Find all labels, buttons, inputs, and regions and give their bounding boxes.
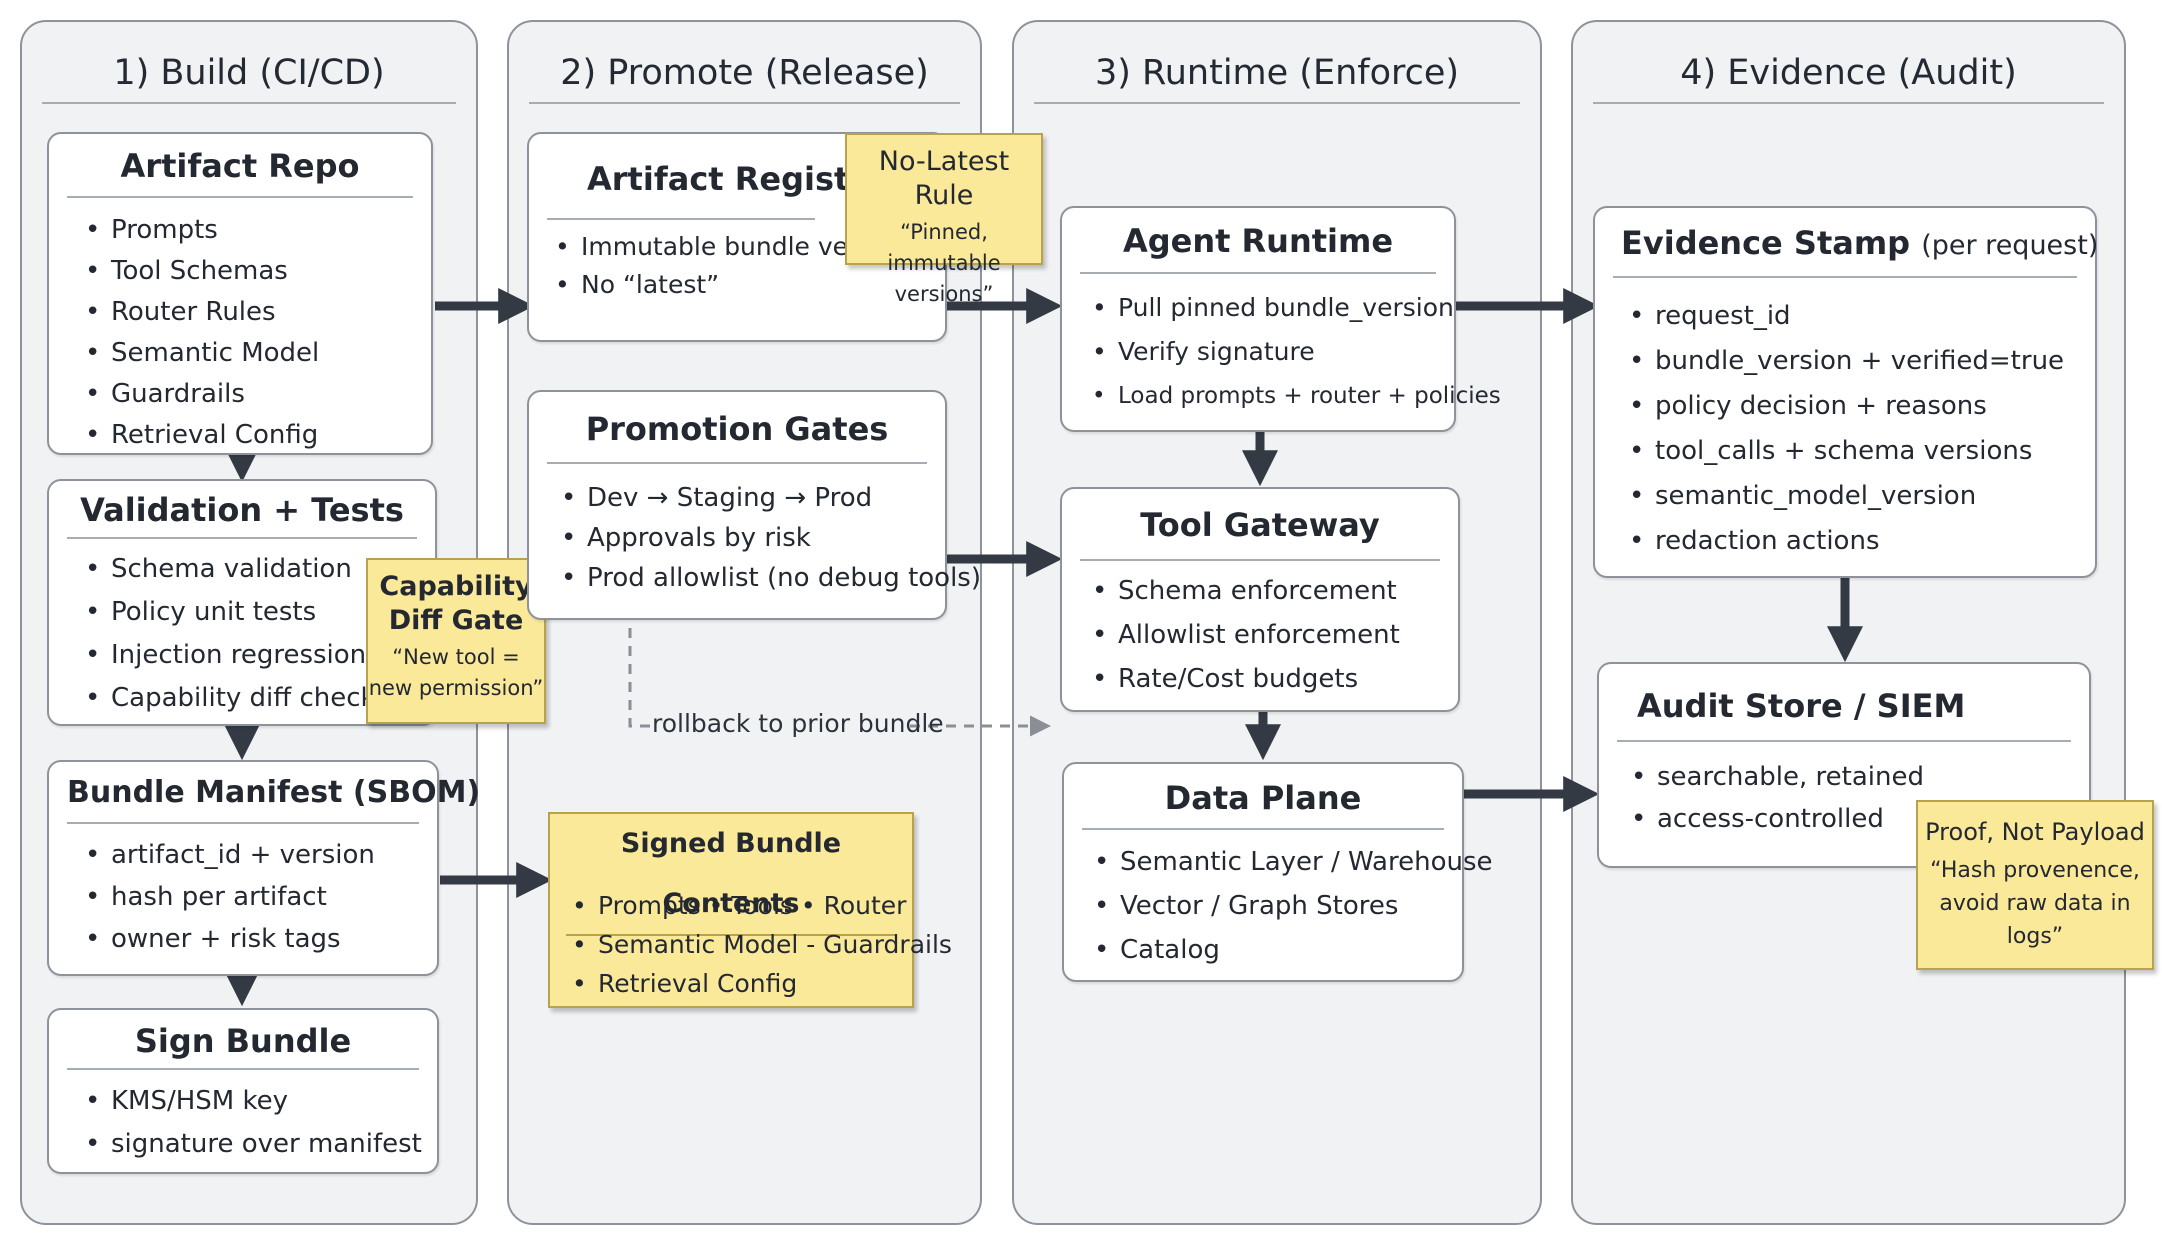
bundle-manifest-list: artifact_id + version hash per artifact … (49, 834, 437, 960)
proof-not-payload-note: Proof, Not Payload “Hash provenence, avo… (1916, 800, 2154, 970)
capability-diff-note: Capability Diff Gate “New tool = new per… (366, 558, 546, 724)
promotion-gates-title: Promotion Gates (547, 392, 927, 464)
list-item: semantic_model_version (1629, 474, 2095, 519)
capability-diff-title-1: Capability (379, 571, 533, 602)
audit-store-title: Audit Store / SIEM (1617, 664, 2071, 742)
list-item: hash per artifact (85, 876, 437, 918)
capability-diff-quote-2: new permission” (368, 676, 544, 700)
evidence-stamp-suffix: (per request) (1921, 230, 2099, 261)
list-item: Pull pinned bundle_version (1092, 286, 1454, 330)
list-item: Policy unit tests (85, 591, 435, 634)
list-item: searchable, retained (1631, 756, 2089, 798)
data-plane-title: Data Plane (1082, 764, 1444, 830)
list-item: KMS/HSM key (85, 1080, 437, 1123)
list-item: access-controlled (1631, 798, 2089, 840)
rollback-connector (628, 628, 650, 728)
list-item: signature over manifest (85, 1123, 437, 1166)
lane-title-runtime: 3) Runtime (Enforce) (1034, 44, 1520, 104)
list-item: Prod allowlist (no debug tools) (561, 558, 981, 598)
list-item: redaction actions (1629, 519, 2095, 564)
promotion-gates-box: Promotion Gates Dev → Staging → Prod App… (527, 390, 981, 620)
evidence-stamp-title: Evidence Stamp (1621, 224, 1911, 262)
audit-store-list: searchable, retained access-controlled (1599, 756, 2089, 840)
tool-gateway-title: Tool Gateway (1080, 489, 1440, 561)
list-item: artifact_id + version (85, 834, 437, 876)
list-item: Semantic Layer / Warehouse (1094, 840, 1493, 884)
list-item: tool_calls + schema versions (1629, 429, 2095, 474)
no-latest-quote-1: “Pinned, immutable (887, 220, 1001, 275)
sign-bundle-box: Sign Bundle KMS/HSM key signature over m… (47, 1008, 439, 1174)
no-latest-title: No-Latest Rule (878, 146, 1010, 211)
artifact-repo-list: Prompts Tool Schemas Router Rules Semant… (49, 210, 431, 456)
list-item: Vector / Graph Stores (1094, 884, 1462, 928)
list-item: Load prompts + router + policies (1092, 374, 1501, 418)
artifact-repo-box: Artifact Repo Prompts Tool Schemas Route… (47, 132, 433, 456)
proof-not-payload-quote-2: avoid raw data in (1939, 891, 2131, 916)
evidence-stamp-box: Evidence Stamp (per request) request_id … (1593, 206, 2098, 578)
evidence-stamp-list: request_id bundle_version + verified=tru… (1595, 294, 2095, 564)
list-item: No “latest” (555, 266, 945, 304)
validation-tests-title: Validation + Tests (67, 481, 417, 539)
lane-title-promote: 2) Promote (Release) (529, 44, 960, 104)
promotion-gates-list: Dev → Staging → Prod Approvals by risk P… (529, 478, 981, 598)
list-item: Retrieval Config (572, 964, 912, 1003)
lane-title-evidence: 4) Evidence (Audit) (1593, 44, 2104, 104)
proof-not-payload-quote-1: “Hash provenence, (1930, 858, 2140, 883)
tool-gateway-list: Schema enforcement Allowlist enforcement… (1062, 569, 1458, 701)
signed-bundle-note: Signed Bundle Contents Prompts • Tools •… (548, 812, 952, 1008)
agent-runtime-title: Agent Runtime (1080, 208, 1436, 274)
bundle-manifest-box: Bundle Manifest (SBOM) artifact_id + ver… (47, 760, 480, 976)
list-item: policy decision + reasons (1629, 384, 2095, 429)
capability-diff-quote-1: “New tool = (392, 645, 520, 669)
evidence-stamp-header: Evidence Stamp (per request) (1613, 208, 2098, 278)
list-item: Schema validation (85, 548, 435, 591)
data-plane-list: Semantic Layer / Warehouse Vector / Grap… (1064, 840, 1493, 972)
list-item: Semantic Model - Guardrails (572, 925, 952, 964)
list-item: Schema enforcement (1092, 569, 1458, 613)
list-item: Allowlist enforcement (1092, 613, 1458, 657)
list-item: Router Rules (85, 292, 431, 333)
no-latest-note: No-Latest Rule “Pinned, immutable versio… (845, 133, 1043, 306)
list-item: request_id (1629, 294, 2095, 339)
proof-not-payload-quote-3: logs” (2006, 924, 2064, 949)
signed-bundle-list: Prompts • Tools • Router Semantic Model … (550, 886, 952, 1003)
list-item: Verify signature (1092, 330, 1454, 374)
data-plane-box: Data Plane Semantic Layer / Warehouse Ve… (1062, 762, 1493, 982)
list-item: Capability diff check (85, 677, 435, 720)
list-item: bundle_version + verified=true (1629, 339, 2095, 384)
bundle-manifest-title: Bundle Manifest (SBOM) (67, 762, 480, 824)
list-item: Catalog (1094, 928, 1462, 972)
artifact-registry-title: Artifact Registry (547, 134, 886, 220)
list-item: Approvals by risk (561, 518, 945, 558)
list-item: Retrieval Config (85, 415, 431, 456)
no-latest-quote-2: versions” (894, 282, 994, 306)
capability-diff-title-2: Diff Gate (388, 605, 524, 636)
list-item: Rate/Cost budgets (1092, 657, 1458, 701)
tool-gateway-box: Tool Gateway Schema enforcement Allowlis… (1060, 487, 1460, 712)
sign-bundle-list: KMS/HSM key signature over manifest (49, 1080, 437, 1166)
proof-not-payload-title: Proof, Not Payload (1925, 818, 2145, 846)
agent-runtime-box: Agent Runtime Pull pinned bundle_version… (1060, 206, 1501, 432)
agent-runtime-list: Pull pinned bundle_version Verify signat… (1062, 286, 1501, 418)
list-item: Guardrails (85, 374, 431, 415)
list-item: Prompts • Tools • Router (572, 886, 912, 925)
rollback-label: rollback to prior bundle (652, 709, 944, 738)
list-item: Dev → Staging → Prod (561, 478, 945, 518)
list-item: Semantic Model (85, 333, 431, 374)
list-item: Prompts (85, 210, 431, 251)
artifact-repo-title: Artifact Repo (67, 134, 413, 198)
sign-bundle-title: Sign Bundle (67, 1010, 419, 1070)
list-item: owner + risk tags (85, 918, 437, 960)
list-item: Tool Schemas (85, 251, 431, 292)
lane-title-build: 1) Build (CI/CD) (42, 44, 456, 104)
